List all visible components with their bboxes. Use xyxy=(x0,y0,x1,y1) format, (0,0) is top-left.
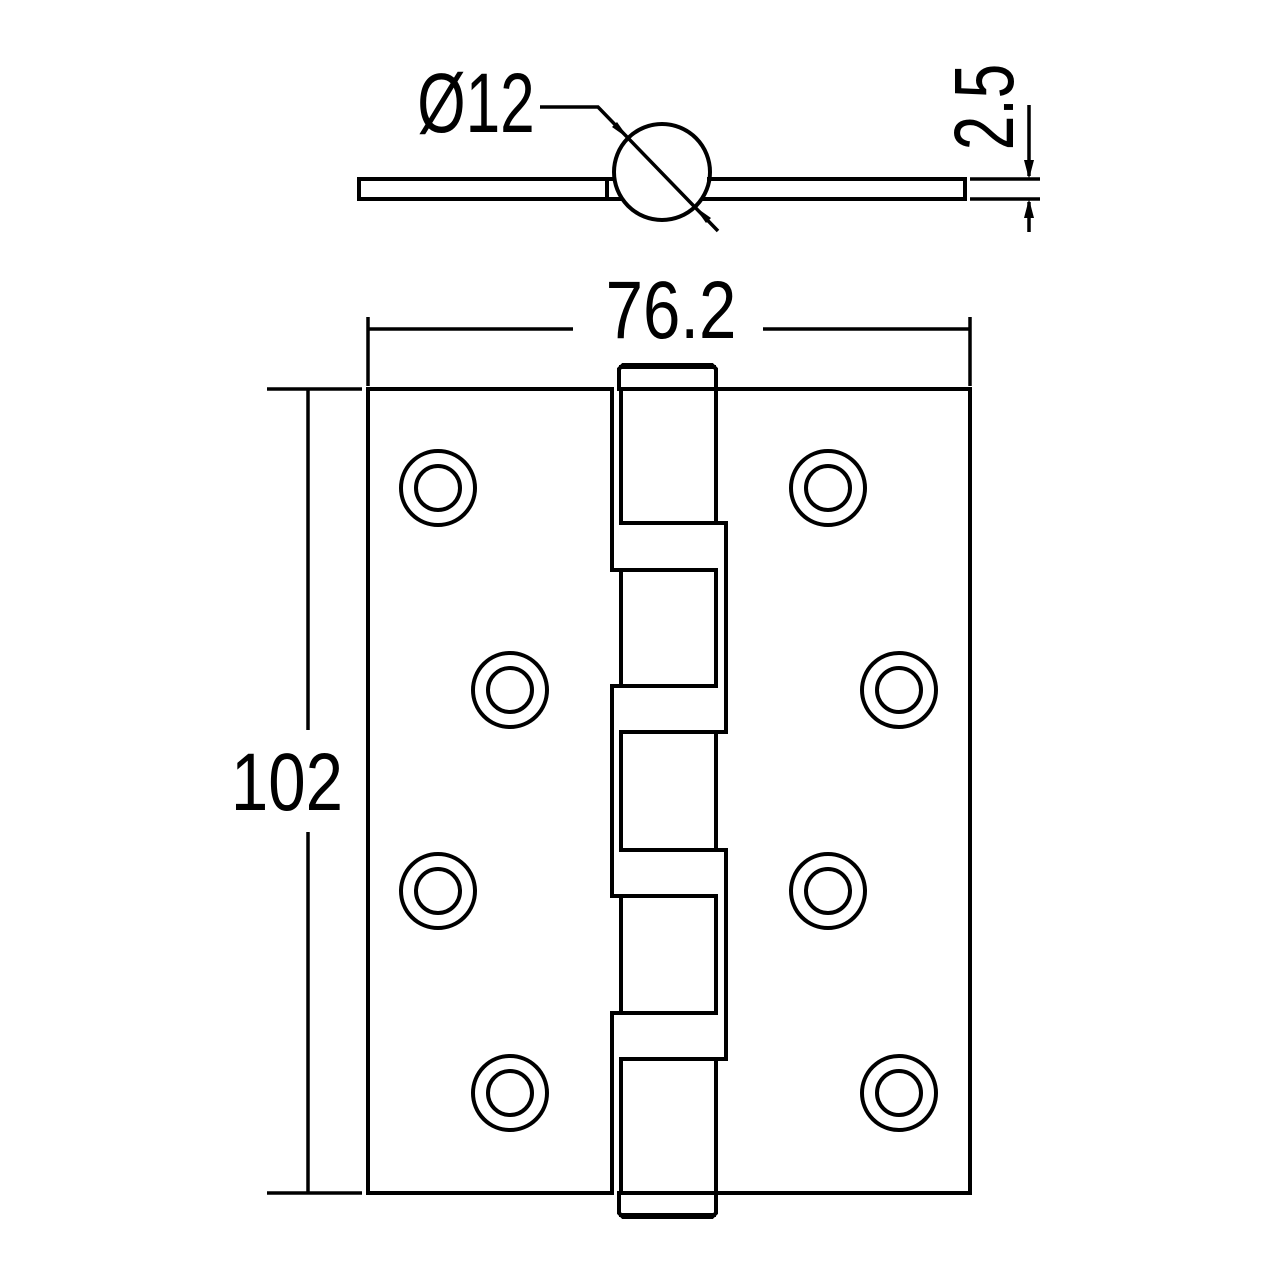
knuckle-1 xyxy=(619,387,718,525)
right-leaf xyxy=(714,387,972,1195)
diameter-label: Ø12 xyxy=(417,56,534,150)
hinge-barrel xyxy=(610,363,728,1219)
height-label: 102 xyxy=(231,736,343,828)
left-leaf xyxy=(366,387,614,1195)
thickness-label: 2.5 xyxy=(937,64,1031,150)
side-left-plate xyxy=(357,177,609,201)
knuckle-4 xyxy=(619,894,718,1015)
thickness-dimension: 2.5 xyxy=(937,64,1040,232)
width-dimension: 76.2 xyxy=(366,264,972,386)
screw-hole-icon xyxy=(399,852,477,930)
knuckle-2 xyxy=(619,568,718,688)
knuckle-3 xyxy=(619,730,718,852)
left-screw-holes xyxy=(399,449,549,1132)
diameter-dimension: Ø12 xyxy=(417,56,720,233)
screw-hole-icon xyxy=(860,651,938,729)
height-dimension: 102 xyxy=(231,387,362,1195)
width-label: 76.2 xyxy=(606,264,737,356)
screw-hole-icon xyxy=(399,449,477,527)
front-view: 76.2 102 xyxy=(231,264,972,1219)
screw-hole-icon xyxy=(471,1054,549,1132)
screw-hole-icon xyxy=(789,449,867,527)
screw-hole-icon xyxy=(860,1054,938,1132)
side-view: Ø12 2.5 xyxy=(357,56,1040,233)
side-right-plate xyxy=(706,177,967,201)
knuckle-5 xyxy=(619,1057,718,1195)
screw-hole-icon xyxy=(471,651,549,729)
screw-hole-icon xyxy=(789,852,867,930)
right-screw-holes xyxy=(789,449,938,1132)
